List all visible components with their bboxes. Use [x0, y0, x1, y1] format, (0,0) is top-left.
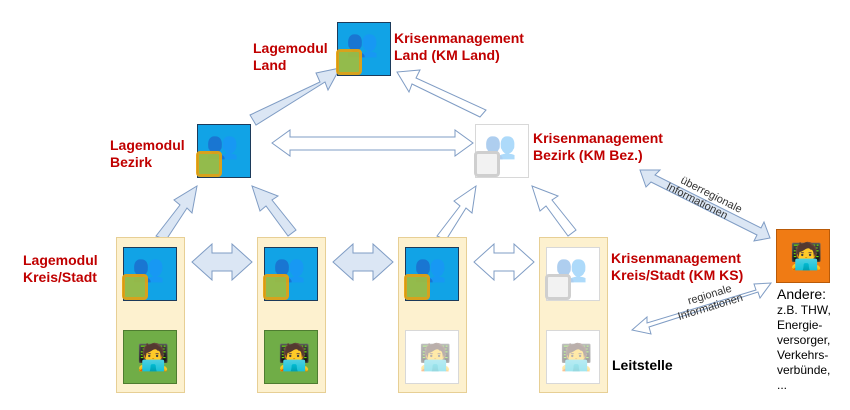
label-km-kreis: Krisenmanagement Kreis/Stadt (KM KS) [611, 250, 743, 284]
map-overlay-icon [122, 274, 148, 300]
label-line: Land (KM Land) [394, 47, 500, 63]
label-line: z.B. THW, [777, 303, 831, 317]
arrow-km-bezirk-to-km-land [396, 69, 487, 118]
leitstelle-3-tile[interactable]: 🧑‍💻 [405, 330, 459, 384]
label-line: Land [253, 57, 287, 73]
leitstelle-4-tile[interactable]: 🧑‍💻 [546, 330, 600, 384]
arrow-col1-col2 [191, 242, 253, 282]
km-bezirk-tile[interactable]: 👥 [474, 124, 529, 178]
dispatcher-desk-icon: 🧑‍💻 [790, 241, 823, 271]
dispatcher-desk-icon: 🧑‍💻 [560, 342, 593, 372]
label-line: Bezirk [110, 154, 153, 170]
arrow-bezirk-to-land [249, 67, 341, 126]
label-line: Lagemodul [110, 137, 185, 153]
label-line: Energie- [777, 318, 823, 332]
label-line: versorger, [777, 333, 831, 347]
label-line: Lagemodul [253, 40, 328, 56]
leitstelle-1-tile[interactable]: 🧑‍💻 [123, 330, 177, 384]
label-leitstelle: Leitstelle [612, 357, 673, 373]
label-line: ... [777, 378, 788, 392]
lagemodul-kreis-2-tile[interactable]: 👥 [263, 247, 318, 301]
label-line: Krisenmanagement [533, 130, 663, 146]
label-lagemodul-kreis: Lagemodul Kreis/Stadt [23, 252, 98, 286]
lagemodul-kreis-3-tile[interactable]: 👥 [404, 247, 459, 301]
label-km-bezirk: Krisenmanagement Bezirk (KM Bez.) [533, 130, 663, 164]
andere-tile[interactable]: 🧑‍💻 [776, 229, 830, 283]
arrow-col2-to-bezirk [251, 185, 297, 237]
label-line: verbünde, [777, 363, 831, 377]
arrow-bezirk-exchange [271, 129, 474, 157]
lagemodul-land-tile[interactable]: 👥 [336, 22, 391, 76]
km-kreis-tile[interactable]: 👥 [545, 247, 600, 301]
label-line: Krisenmanagement [611, 250, 741, 266]
map-overlay-icon [336, 49, 362, 75]
label-line: Bezirk (KM Bez.) [533, 147, 643, 163]
leitstelle-2-tile[interactable]: 🧑‍💻 [264, 330, 318, 384]
label-lagemodul-bezirk: Lagemodul Bezirk [110, 137, 185, 171]
label-line: Krisenmanagement [394, 30, 524, 46]
arrow-col2-col3 [332, 242, 394, 282]
label-line: Andere: [777, 286, 827, 302]
dispatcher-desk-icon: 🧑‍💻 [419, 342, 452, 372]
arrow-col3-col4 [473, 242, 535, 282]
andere-text: Andere: z.B. THW, Energie- versorger, Ve… [777, 286, 831, 393]
lagemodul-bezirk-tile[interactable]: 👥 [196, 124, 251, 178]
label-line: Kreis/Stadt [23, 269, 97, 285]
label-line: Verkehrs- [777, 348, 829, 362]
lagemodul-kreis-1-tile[interactable]: 👥 [122, 247, 177, 301]
arrow-col3-to-km-bezirk [436, 184, 477, 241]
arrow-col4-to-km-bezirk [531, 185, 577, 237]
label-km-land: Krisenmanagement Land (KM Land) [394, 30, 524, 64]
arrow-ueberregional [639, 169, 771, 242]
dispatcher-desk-icon: 🧑‍💻 [137, 342, 170, 372]
label-line: Kreis/Stadt (KM KS) [611, 267, 744, 283]
map-overlay-icon [263, 274, 289, 300]
label-line: Lagemodul [23, 252, 98, 268]
map-overlay-icon [196, 151, 222, 177]
arrow-col1-to-bezirk [155, 184, 198, 241]
label-lagemodul-land: Lagemodul Land [253, 40, 328, 74]
map-overlay-icon [404, 274, 430, 300]
map-overlay-icon [474, 151, 500, 177]
arrow-regional [630, 282, 773, 335]
map-overlay-icon [545, 274, 571, 300]
dispatcher-desk-icon: 🧑‍💻 [278, 342, 311, 372]
